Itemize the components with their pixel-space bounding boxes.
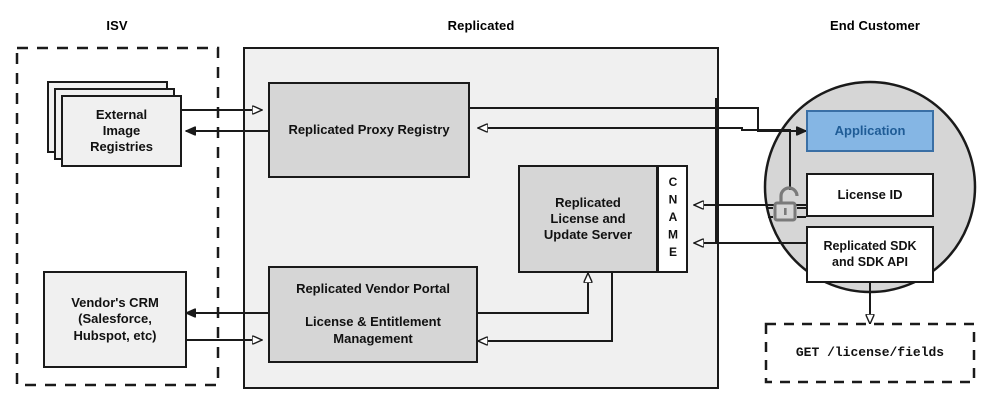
node-application[interactable]: Application	[806, 110, 934, 152]
node-replicated-license-update-server[interactable]: Replicated License and Update Server	[518, 165, 658, 273]
node-external-image-registries[interactable]: External Image Registries	[61, 95, 182, 167]
edge-portal-to-license-server	[478, 273, 588, 314]
edge-application-to-proxy	[478, 128, 791, 190]
unlock-icon	[768, 186, 806, 222]
node-label-external-image-registries: External Image Registries	[90, 106, 153, 155]
node-license-id[interactable]: License ID	[806, 173, 934, 217]
node-label-vendor-portal-title: Replicated Vendor Portal	[296, 281, 450, 297]
node-replicated-sdk[interactable]: Replicated SDK and SDK API	[806, 226, 934, 283]
node-label-replicated-sdk: Replicated SDK and SDK API	[823, 238, 917, 269]
node-label-license-fields-request: GET /license/fields	[795, 344, 945, 360]
node-label-replicated-license-update-server: Replicated License and Update Server	[543, 194, 633, 243]
vendor-portal-sub-line2: Management	[333, 330, 413, 346]
node-vendors-crm[interactable]: Vendor's CRM (Salesforce, Hubspot, etc)	[43, 271, 187, 368]
license-fields-boundary	[764, 322, 976, 384]
node-label-application: Application	[834, 122, 906, 138]
edge-license-server-to-portal	[478, 273, 613, 341]
node-label-cname: CNAME	[666, 175, 680, 263]
node-license-fields-request[interactable]: GET /license/fields	[766, 324, 974, 382]
node-replicated-vendor-portal[interactable]: Replicated Vendor Portal License & Entit…	[268, 266, 478, 363]
node-replicated-proxy-registry[interactable]: Replicated Proxy Registry	[268, 82, 470, 178]
node-label-license-id: License ID	[837, 186, 903, 202]
vendor-portal-sub-line1: License & Entitlement	[305, 313, 441, 329]
zone-title-replicated: Replicated	[447, 18, 515, 33]
zone-title-isv: ISV	[106, 18, 128, 33]
zone-title-end-customer: End Customer	[829, 18, 921, 33]
node-cname-strip[interactable]: CNAME	[657, 165, 688, 273]
zone-boundary-isv	[15, 46, 220, 387]
node-label-replicated-proxy-registry: Replicated Proxy Registry	[288, 121, 450, 137]
node-label-vendor-portal-subtitle: License & Entitlement Management	[305, 314, 441, 348]
node-label-vendors-crm: Vendor's CRM (Salesforce, Hubspot, etc)	[71, 295, 159, 343]
